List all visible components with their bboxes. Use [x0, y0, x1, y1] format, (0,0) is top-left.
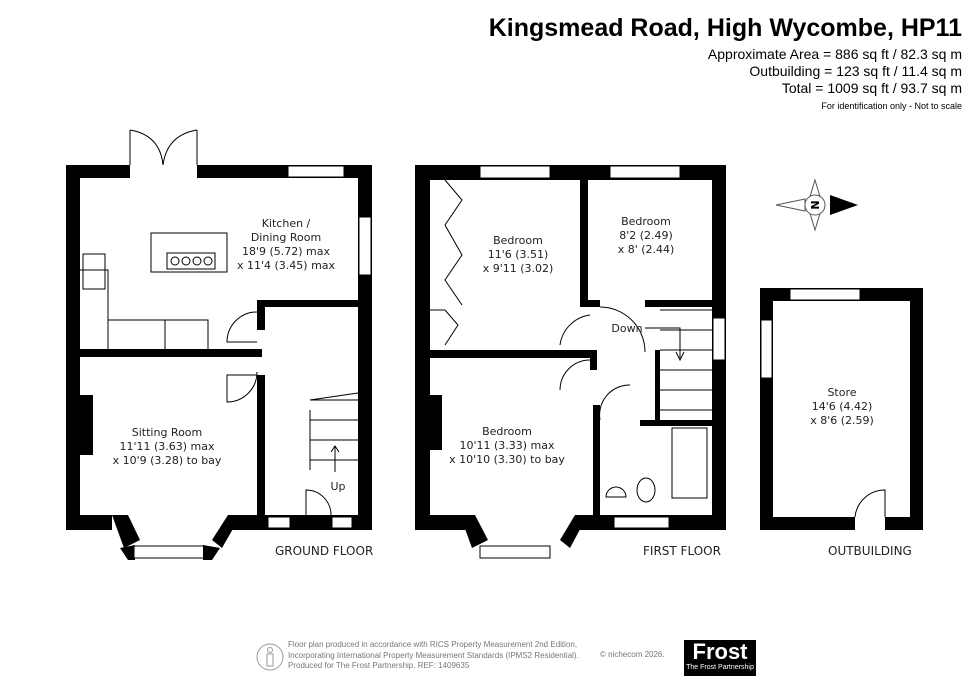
frost-logo: Frost The Frost Partnership [684, 640, 756, 676]
stairs-down-label: Down [611, 322, 642, 335]
footer-line: Incorporating International Property Mea… [288, 650, 579, 660]
sitting-room-dim2: x 10'9 (3.28) to bay [113, 454, 222, 467]
outbuilding-plan: Store 14'6 (4.42) x 8'6 (2.59) OUTBUILDI… [760, 288, 923, 558]
person-info-icon [256, 643, 284, 671]
ground-floor-label: GROUND FLOOR [275, 544, 373, 558]
sink-icon [82, 253, 106, 290]
basin-icon [605, 486, 627, 498]
scale-note: For identification only - Not to scale [821, 101, 962, 111]
first-floor-label: FIRST FLOOR [643, 544, 721, 558]
store-dim1: 14'6 (4.42) [812, 400, 873, 413]
approximate-area: Approximate Area = 886 sq ft / 82.3 sq m [707, 46, 962, 62]
store-dim2: x 8'6 (2.59) [810, 414, 874, 427]
stairs-up-label: Up [330, 480, 345, 493]
compass-north-icon: N [775, 178, 858, 232]
copyright: © nichecom 2026. [600, 650, 665, 659]
footer-notes: Floor plan produced in accordance with R… [288, 640, 579, 672]
footer-line: Floor plan produced in accordance with R… [288, 640, 578, 649]
kitchen-name: Kitchen / [262, 217, 311, 230]
logo-subtext: The Frost Partnership [686, 664, 754, 671]
bedroom-3-name: Bedroom [482, 425, 532, 438]
first-floor-plan: Bedroom 11'6 (3.51) x 9'11 (3.02) Bedroo… [415, 165, 726, 559]
sitting-room-name: Sitting Room [132, 426, 203, 439]
kitchen-dim2: x 11'4 (3.45) max [237, 259, 336, 272]
bedroom-2-dim2: x 8' (2.44) [618, 243, 675, 256]
window [358, 216, 372, 276]
bedroom-1-dim1: 11'6 (3.51) [488, 248, 549, 261]
compass-letter: N [808, 200, 821, 209]
outbuilding-label: OUTBUILDING [828, 544, 912, 558]
logo-text: Frost [692, 639, 748, 664]
bedroom-3-dim1: 10'11 (3.33) max [459, 439, 555, 452]
toilet-icon [636, 477, 656, 503]
bedroom-1-dim2: x 9'11 (3.02) [483, 262, 554, 275]
bedroom-2-dim1: 8'2 (2.49) [619, 229, 673, 242]
bath-icon [671, 427, 708, 499]
kitchen-name-2: Dining Room [251, 231, 321, 244]
ground-floor-plan: Kitchen / Dining Room 18'9 (5.72) max x … [66, 129, 373, 560]
total-area: Total = 1009 sq ft / 93.7 sq m [781, 80, 962, 96]
bedroom-1-name: Bedroom [493, 234, 543, 247]
outbuilding-area: Outbuilding = 123 sq ft / 11.4 sq m [749, 63, 962, 79]
bedroom-3-dim2: x 10'10 (3.30) to bay [449, 453, 565, 466]
french-doors [129, 129, 198, 166]
sitting-room-dim1: 11'11 (3.63) max [119, 440, 215, 453]
bedroom-2-name: Bedroom [621, 215, 671, 228]
store-name: Store [827, 386, 856, 399]
footer-line: Produced for The Frost Partnership. REF:… [288, 661, 470, 670]
kitchen-dim1: 18'9 (5.72) max [242, 245, 331, 258]
property-title: Kingsmead Road, High Wycombe, HP11 [488, 14, 962, 42]
window [287, 165, 345, 178]
